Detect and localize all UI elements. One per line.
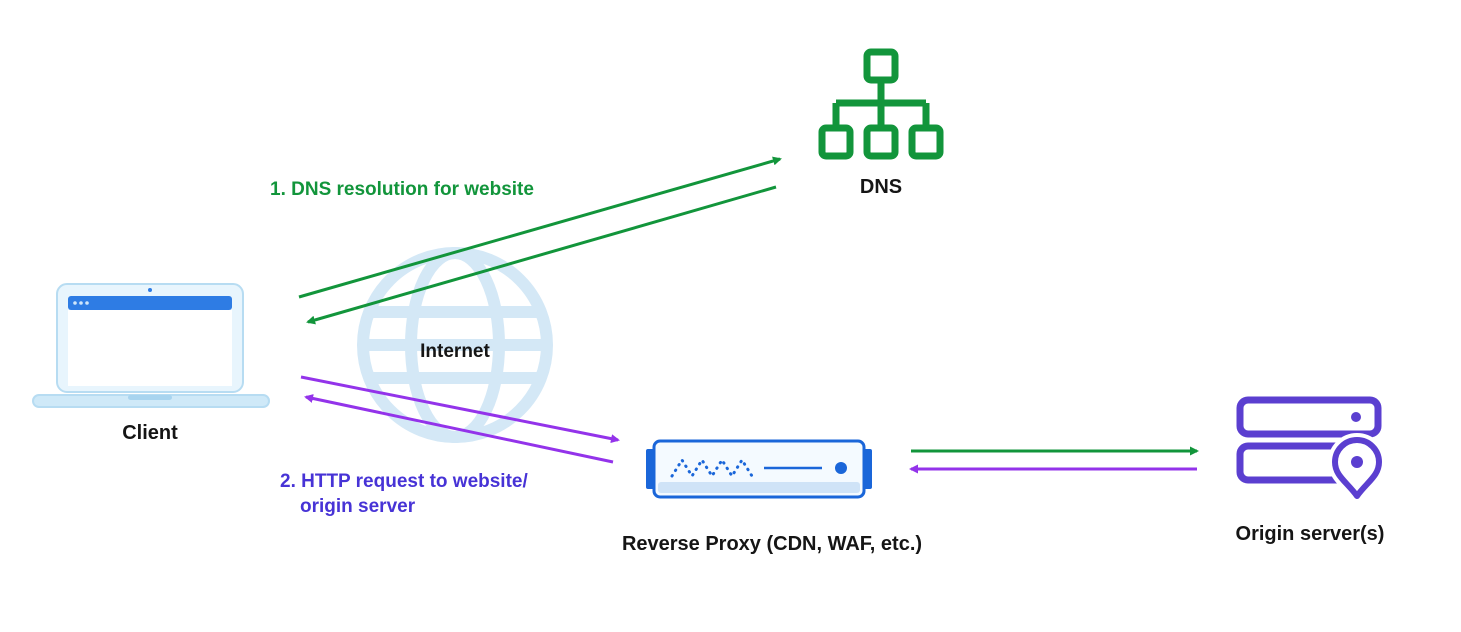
edge-proxy-origin [909,446,1199,474]
proxy-server-icon [646,439,872,499]
client-label: Client [122,422,178,444]
dns-tree-icon [818,48,944,160]
internet-label: Internet [420,341,490,362]
annotation-http-request-line1: 2. HTTP request to website/ [280,471,528,492]
laptop-icon [32,283,270,408]
origin-server-label: Origin server(s) [1235,523,1385,545]
edge-client-proxy [300,375,620,464]
server-stack-pin-icon [1236,396,1387,509]
dns-label: DNS [859,176,903,198]
annotation-http-request-line2: origin server [300,496,416,517]
edge-client-dns [298,156,782,325]
annotation-dns-resolution: 1. DNS resolution for website [270,179,534,200]
reverse-proxy-label: Reverse Proxy (CDN, WAF, etc.) [621,533,923,555]
